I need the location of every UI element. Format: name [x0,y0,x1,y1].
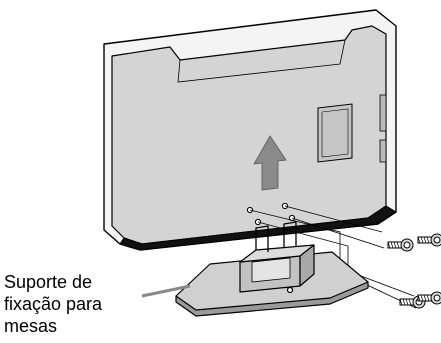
callout-leader-line [141,284,191,298]
table-top-stand [175,221,369,317]
screw-icon [387,233,441,309]
callout-label-line-1: Suporte de [4,272,93,292]
stand-bracket [255,221,297,252]
tv-terminal-panel-inner [321,108,349,158]
tv-side-port [379,94,387,132]
callout-label-line-3: mesas [4,316,58,336]
tv-terminal-panel [317,103,353,163]
stand-bracket-slot [251,257,291,283]
tv-top-ridge [177,39,346,83]
tv-bottom-bezel [119,205,397,251]
stand-neck-side [299,244,315,287]
tv-side-port [379,139,387,163]
screw-guide-lines [249,205,417,309]
stand-screw-hole [286,286,294,294]
callout-label-line-2: fixação para [4,294,103,314]
upward-arrow-icon [253,135,287,191]
